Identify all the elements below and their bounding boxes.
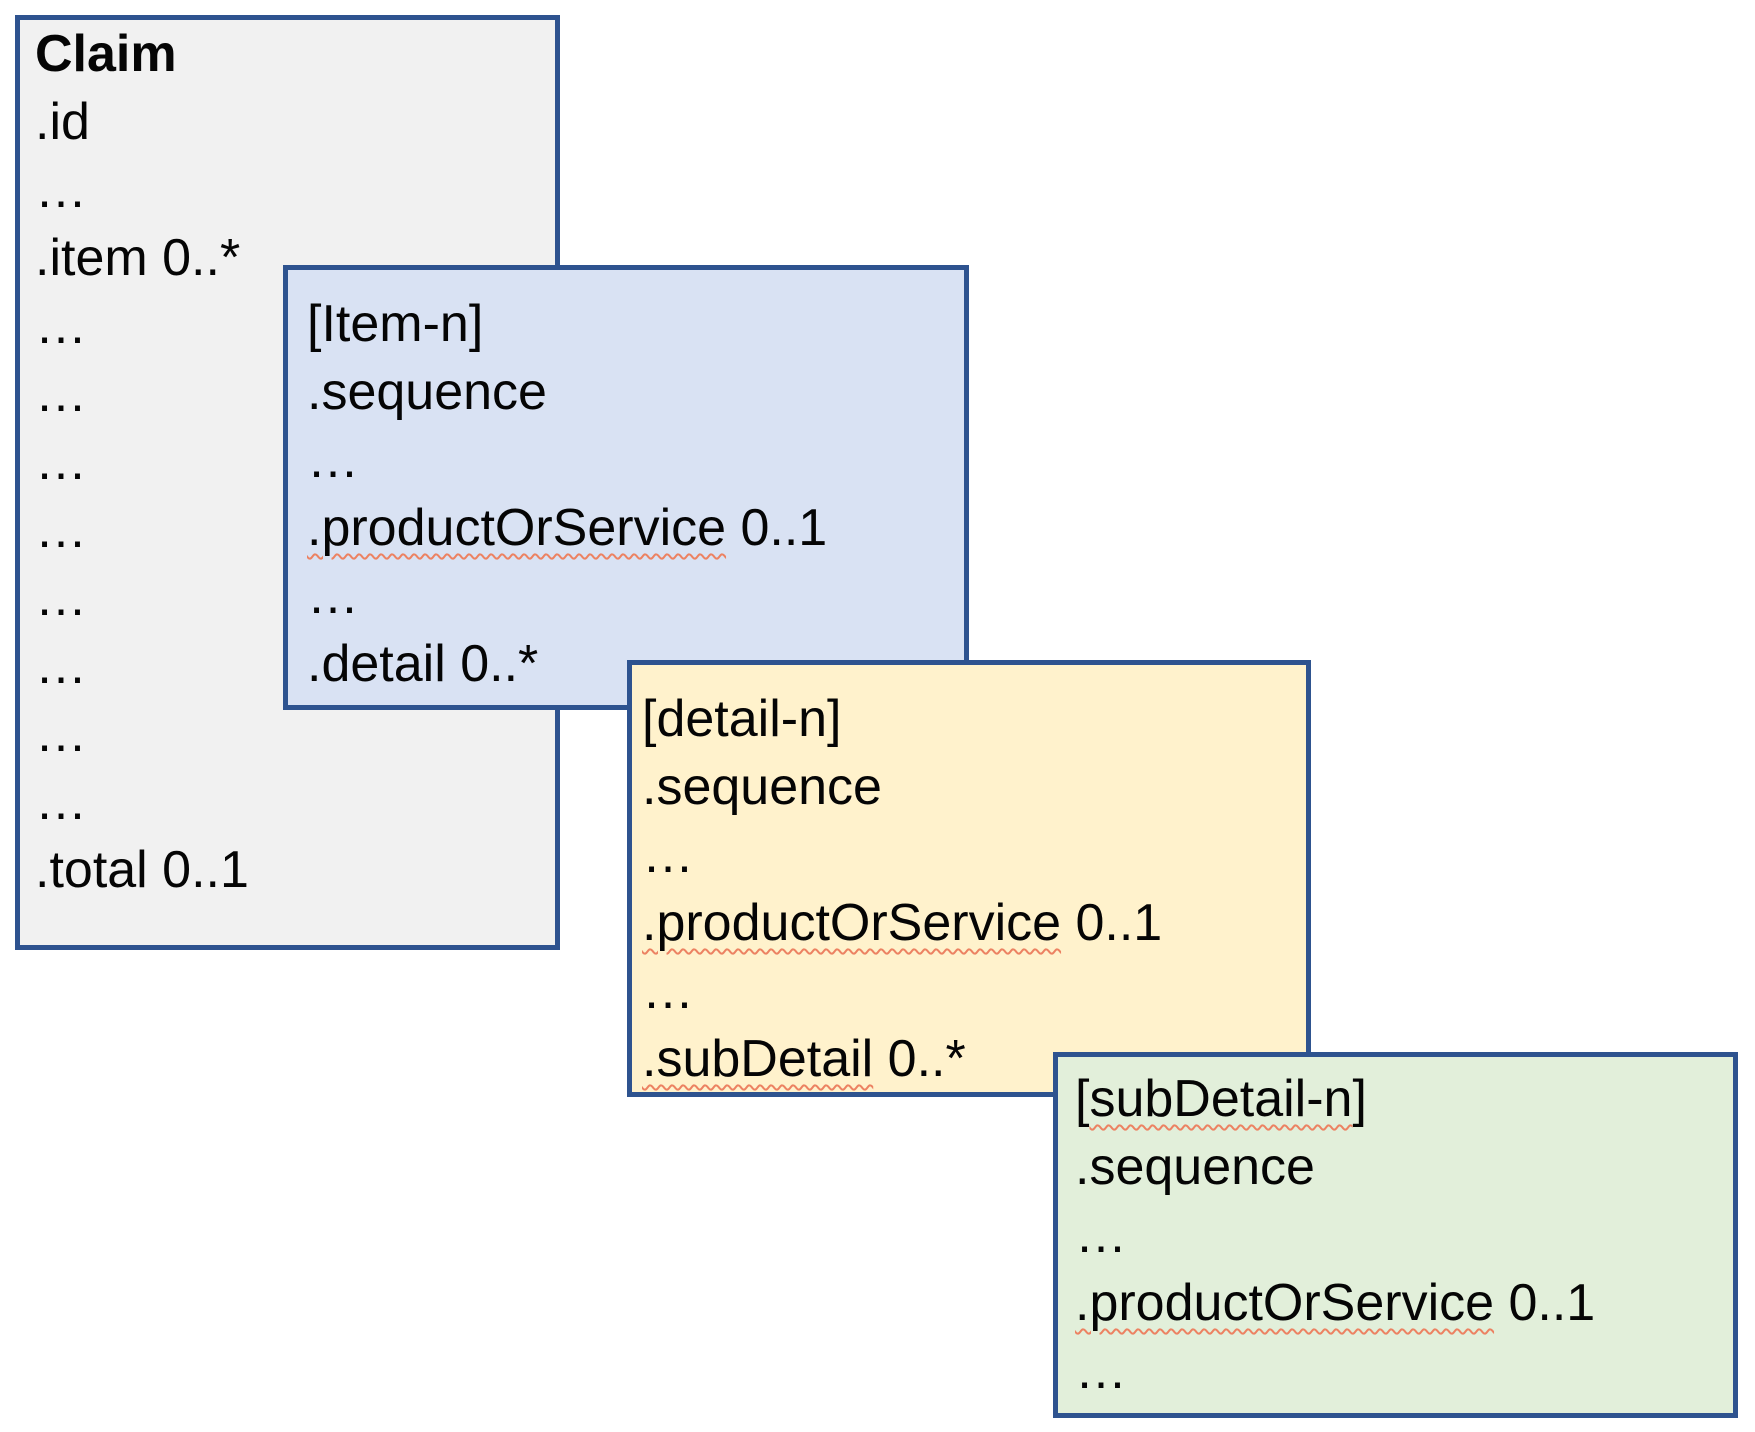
field-text: .item 0..* xyxy=(35,229,241,287)
box-line: … xyxy=(35,632,545,700)
ellipsis-text: … xyxy=(35,569,87,627)
box-line: … xyxy=(35,564,545,632)
misspelled-field-text: .productOrService xyxy=(307,499,727,557)
box-line: .productOrService 0..1 xyxy=(1075,1269,1723,1337)
misspelled-field-text: .productOrService xyxy=(1075,1274,1495,1332)
box-line: … xyxy=(35,496,545,564)
box-line: … xyxy=(35,428,545,496)
field-text: 0..1 xyxy=(726,499,828,557)
field-text: .id xyxy=(35,93,90,151)
box-line: .sequence xyxy=(1075,1133,1723,1201)
field-text: .sequence xyxy=(1075,1138,1315,1196)
field-text: .sequence xyxy=(307,363,547,421)
ellipsis-text: … xyxy=(35,705,87,763)
box-line: .item 0..* xyxy=(35,224,545,292)
box-line: … xyxy=(35,360,545,428)
box-line: .productOrService 0..1 xyxy=(642,889,1296,957)
box-line: .total 0..1 xyxy=(35,836,545,904)
box-line: .subDetail 0..* xyxy=(642,1025,1296,1093)
box-line: .id xyxy=(35,88,545,156)
detail-box-lines: [detail-n].sequence….productOrService 0.… xyxy=(642,685,1296,1092)
box-line: .sequence xyxy=(307,358,954,426)
misspelled-field-text: .subDetail xyxy=(642,1030,874,1088)
field-text: .detail 0..* xyxy=(307,635,539,693)
ellipsis-text: … xyxy=(35,773,87,831)
ellipsis-text: … xyxy=(642,826,694,884)
box-line: .productOrService 0..1 xyxy=(307,494,954,562)
field-text: [ xyxy=(1075,1070,1090,1128)
box-line: [subDetail-n] xyxy=(1075,1065,1723,1133)
ellipsis-text: … xyxy=(642,962,694,1020)
subdetail-box-lines: [subDetail-n].sequence….productOrService… xyxy=(1075,1065,1723,1413)
ellipsis-text: … xyxy=(307,431,359,489)
field-text: [detail-n] xyxy=(642,690,842,748)
ellipsis-text: … xyxy=(35,365,87,423)
field-text: [Item-n] xyxy=(307,295,484,353)
box-line: … xyxy=(307,426,954,494)
field-text: .sequence xyxy=(642,758,882,816)
claim-box-lines: Claim .id … .item 0..* … … … … … … … … .total 0..1 xyxy=(35,20,545,945)
box-line: Claim xyxy=(35,20,545,88)
field-text: .total 0..1 xyxy=(35,841,249,899)
box-line: … xyxy=(35,700,545,768)
box-line: .detail 0..* xyxy=(307,630,954,698)
ellipsis-text: … xyxy=(1075,1342,1127,1400)
box-line: … xyxy=(642,821,1296,889)
misspelled-field-text: subDetail-n xyxy=(1089,1070,1353,1128)
detail-box: [detail-n].sequence….productOrService 0.… xyxy=(627,660,1311,1097)
ellipsis-text: … xyxy=(1075,1206,1127,1264)
field-text: 0..1 xyxy=(1494,1274,1596,1332)
item-box-lines: [Item-n].sequence….productOrService 0..1… xyxy=(307,290,954,705)
box-line: .sequence xyxy=(642,753,1296,821)
box-line: … xyxy=(1075,1337,1723,1405)
ellipsis-text: … xyxy=(35,297,87,355)
box-line: … xyxy=(307,562,954,630)
field-text: ] xyxy=(1352,1070,1367,1128)
field-text: 0..* xyxy=(873,1030,966,1088)
box-line: [detail-n] xyxy=(642,685,1296,753)
field-text: 0..1 xyxy=(1061,894,1163,952)
box-line: … xyxy=(35,292,545,360)
box-line: [Item-n] xyxy=(307,290,954,358)
ellipsis-text: … xyxy=(35,161,87,219)
ellipsis-text: … xyxy=(35,501,87,559)
misspelled-field-text: .productOrService xyxy=(642,894,1062,952)
box-line: … xyxy=(642,957,1296,1025)
item-box: [Item-n].sequence….productOrService 0..1… xyxy=(283,265,969,710)
box-line: … xyxy=(35,156,545,224)
ellipsis-text: … xyxy=(35,637,87,695)
ellipsis-text: … xyxy=(307,567,359,625)
box-line: … xyxy=(35,768,545,836)
ellipsis-text: … xyxy=(35,433,87,491)
subdetail-box: [subDetail-n].sequence….productOrService… xyxy=(1053,1052,1738,1418)
box-line: … xyxy=(1075,1201,1723,1269)
field-text: Claim xyxy=(35,25,177,83)
